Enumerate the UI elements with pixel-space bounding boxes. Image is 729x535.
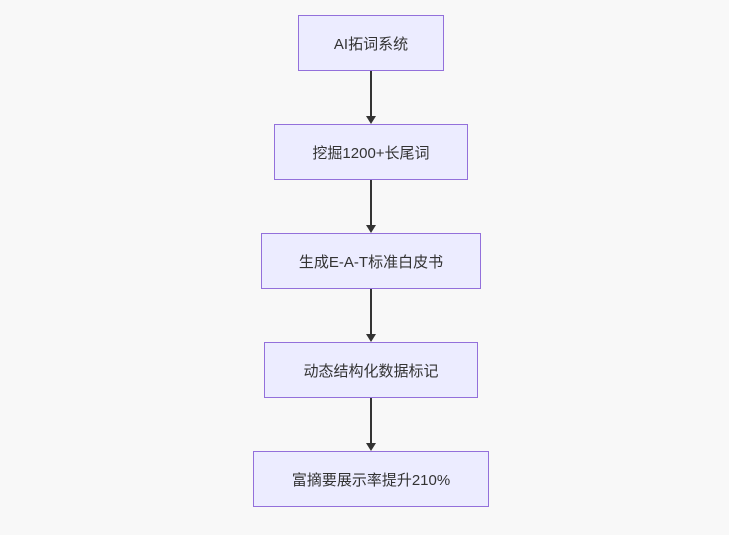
flowchart-node: 生成E-A-T标准白皮书 [261, 233, 481, 289]
arrow-head-icon [366, 116, 376, 124]
flow-arrow [366, 71, 376, 124]
flowchart-node: 动态结构化数据标记 [264, 342, 478, 398]
flowchart-node: 富摘要展示率提升210% [253, 451, 489, 507]
flow-arrow [366, 180, 376, 233]
flowchart-column: AI拓词系统 挖掘1200+长尾词 生成E-A-T标准白皮书 动态结构化数据标记… [253, 15, 489, 507]
flow-arrow [366, 398, 376, 451]
flow-arrow [366, 289, 376, 342]
arrow-line [370, 180, 372, 225]
arrow-head-icon [366, 225, 376, 233]
flowchart-node: AI拓词系统 [298, 15, 444, 71]
arrow-head-icon [366, 334, 376, 342]
arrow-line [370, 289, 372, 334]
flowchart-node: 挖掘1200+长尾词 [274, 124, 468, 180]
arrow-head-icon [366, 443, 376, 451]
arrow-line [370, 398, 372, 443]
arrow-line [370, 71, 372, 116]
